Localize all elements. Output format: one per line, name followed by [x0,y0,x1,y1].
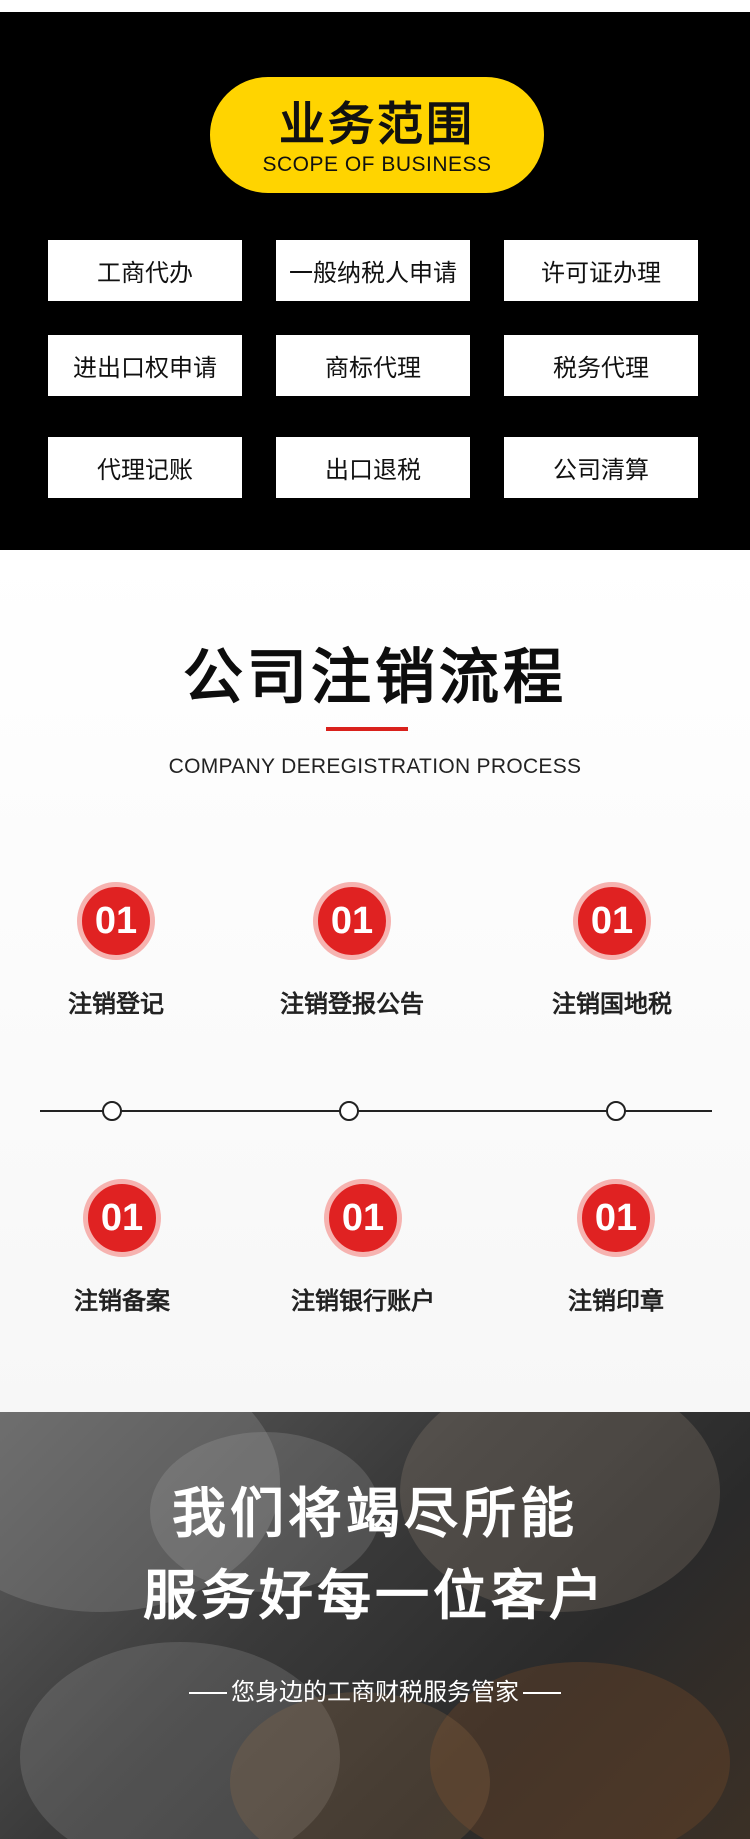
service-item[interactable]: 公司清算 [504,437,698,498]
timeline-node [339,1101,359,1121]
service-item[interactable]: 代理记账 [48,437,242,498]
banner-section: 我们将竭尽所能 服务好每一位客户 您身边的工商财税服务管家 [0,1412,750,1839]
scope-subtitle: SCOPE OF BUSINESS [262,153,492,176]
scope-title: 业务范围 [279,97,475,151]
timeline-node [606,1101,626,1121]
banner-headline-2: 服务好每一位客户 [143,1564,607,1627]
tagline-dash-left [189,1692,227,1694]
timeline-line [40,1110,712,1112]
scope-heading-pill: 业务范围 SCOPE OF BUSINESS [210,77,544,193]
service-item[interactable]: 进出口权申请 [48,335,242,396]
step-label: 注销银行账户 [291,1287,435,1315]
timeline-node [102,1101,122,1121]
process-title: 公司注销流程 [183,643,567,713]
step-number-badge: 01 [77,882,155,960]
service-item[interactable]: 税务代理 [504,335,698,396]
banner-tagline: 您身边的工商财税服务管家 [0,1672,750,1707]
step-label: 注销国地税 [552,990,672,1018]
process-section: 公司注销流程 COMPANY DEREGISTRATION PROCESS 01… [0,550,750,1412]
step-label: 注销登报公告 [280,990,424,1018]
service-item[interactable]: 工商代办 [48,240,242,301]
step-number-badge: 01 [324,1179,402,1257]
service-item[interactable]: 许可证办理 [504,240,698,301]
service-item[interactable]: 一般纳税人申请 [276,240,470,301]
scope-section: 业务范围 SCOPE OF BUSINESS 工商代办 一般纳税人申请 许可证办… [0,12,750,550]
banner-tagline-text: 您身边的工商财税服务管家 [231,1678,519,1706]
process-subtitle: COMPANY DEREGISTRATION PROCESS [168,755,582,778]
step-label: 注销备案 [74,1287,170,1315]
tagline-dash-right [523,1692,561,1694]
step-number-badge: 01 [577,1179,655,1257]
service-item[interactable]: 商标代理 [276,335,470,396]
service-item[interactable]: 出口退税 [276,437,470,498]
step-label: 注销登记 [68,990,164,1018]
step-number-badge: 01 [83,1179,161,1257]
step-number-badge: 01 [313,882,391,960]
step-label: 注销印章 [568,1287,664,1315]
title-divider [326,727,408,731]
banner-headline-1: 我们将竭尽所能 [172,1482,578,1545]
step-number-badge: 01 [573,882,651,960]
